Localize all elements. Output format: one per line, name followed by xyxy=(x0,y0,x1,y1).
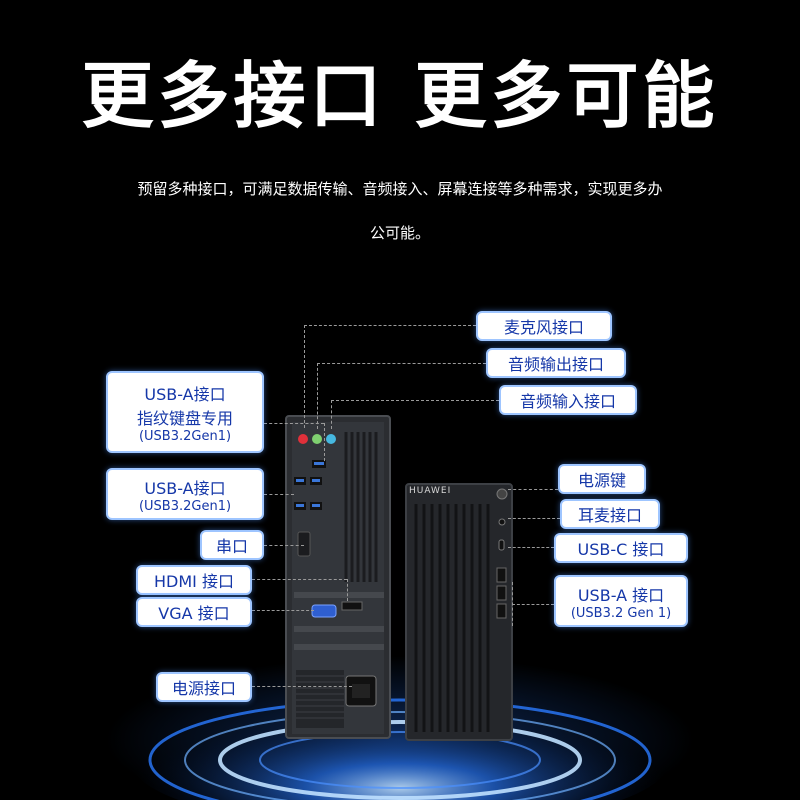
label-audio-in-port: 音频输入接口 xyxy=(499,385,637,415)
pc-front-panel-graphic xyxy=(405,483,513,741)
mic-jack xyxy=(298,434,308,444)
label-usb-a-fingerprint: USB-A接口 指纹键盘专用 (USB3.2Gen1) xyxy=(106,371,264,453)
label-headset-port: 耳麦接口 xyxy=(560,499,660,529)
power-key-shape xyxy=(496,488,508,500)
headline: 更多接口 更多可能 xyxy=(81,54,719,138)
label-usb-a-rear: USB-A接口 (USB3.2Gen1) xyxy=(106,468,264,520)
glow-rings-graphic xyxy=(130,690,670,800)
brand-logo: HUAWEI xyxy=(409,486,452,496)
description-line-1: 预留多种接口，可满足数据传输、音频接入、屏幕连接等多种需求，实现更多办 xyxy=(137,180,663,198)
label-vga-port: VGA 接口 xyxy=(136,597,252,627)
label-serial-port: 串口 xyxy=(200,530,264,560)
label-usb-c-port: USB-C 接口 xyxy=(554,533,688,563)
pc-rear-panel-graphic xyxy=(285,415,391,739)
label-usb-a-front: USB-A 接口 (USB3.2 Gen 1) xyxy=(554,575,688,627)
label-audio-out-port: 音频输出接口 xyxy=(486,348,626,378)
label-power-key: 电源键 xyxy=(558,464,646,494)
label-hdmi-port: HDMI 接口 xyxy=(136,565,252,595)
usb-c-shape xyxy=(498,539,505,551)
audio-out-jack xyxy=(312,434,322,444)
headset-jack-shape xyxy=(498,518,506,526)
description-line-2: 公可能。 xyxy=(369,224,430,242)
label-power-port: 电源接口 xyxy=(156,672,252,702)
label-mic-port: 麦克风接口 xyxy=(476,311,612,341)
audio-in-jack xyxy=(326,434,336,444)
